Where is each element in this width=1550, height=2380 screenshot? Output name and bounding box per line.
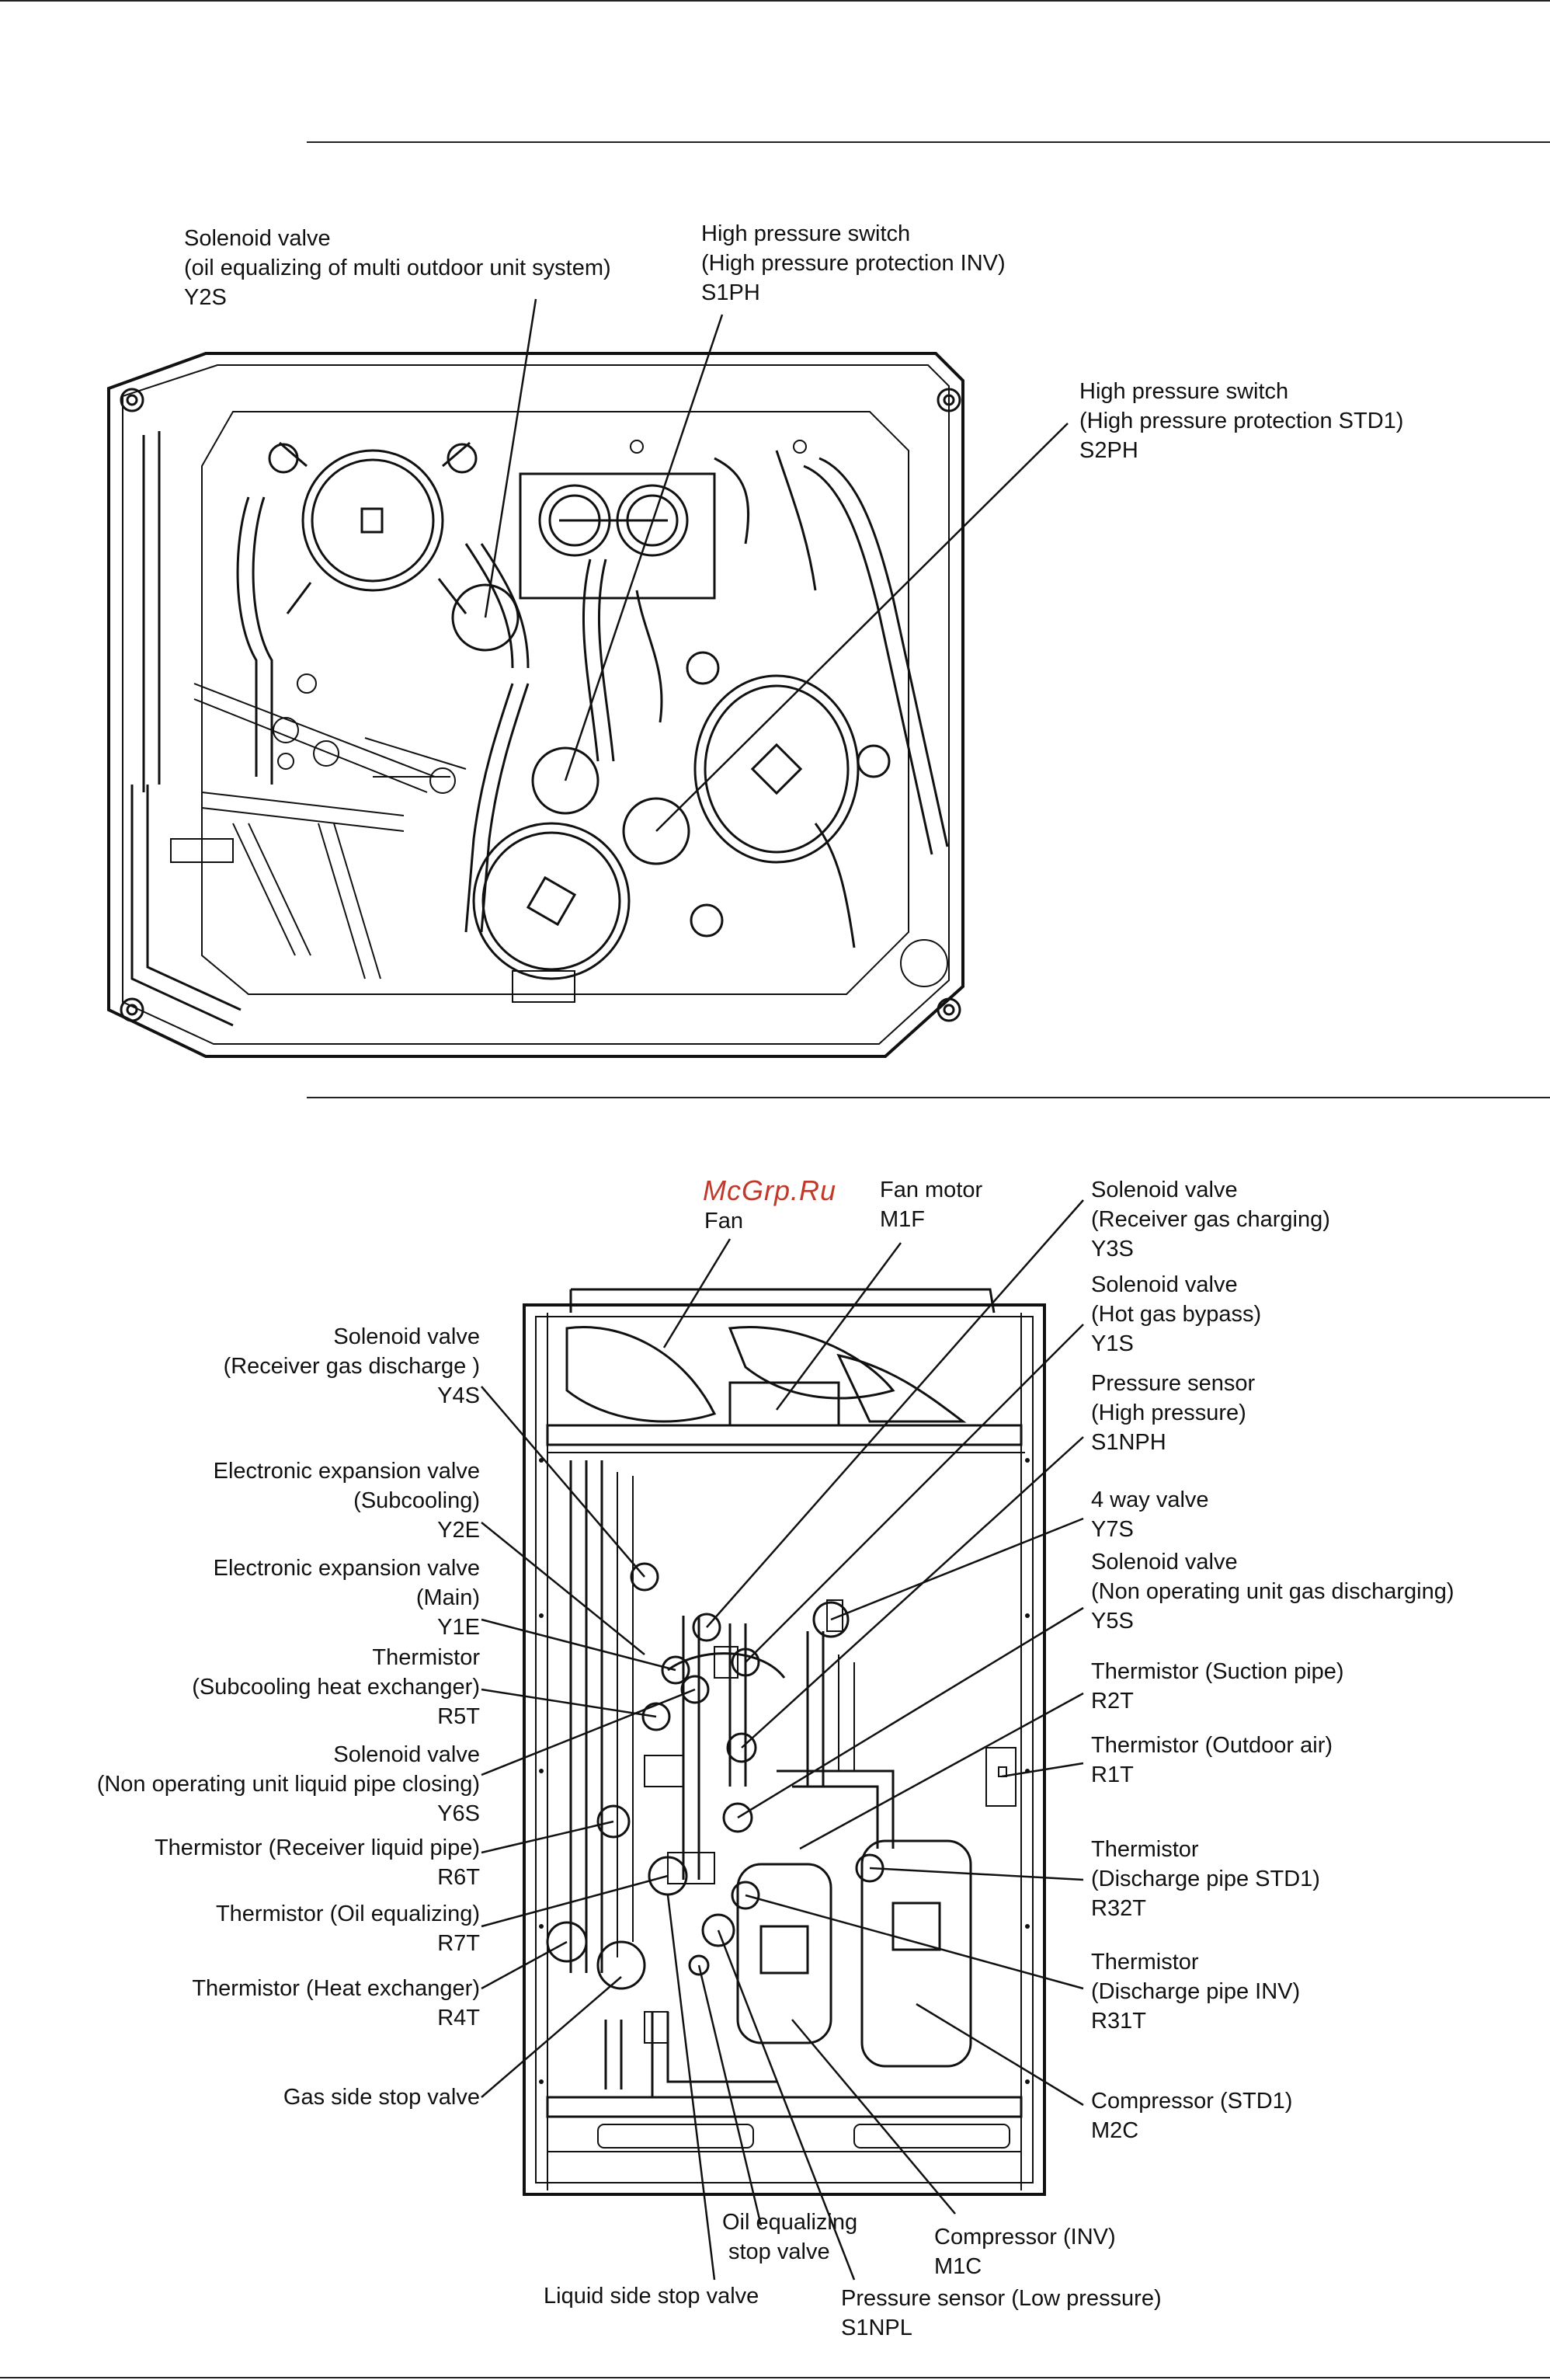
receiver-top xyxy=(519,472,716,600)
label-y4s-solenoid-valve: Solenoid valve (Receiver gas discharge )… xyxy=(223,1324,480,1408)
label-s2ph-high-pressure-switch: High pressure switch (High pressure prot… xyxy=(1079,379,1404,463)
label-r31t-thermistor: Thermistor (Discharge pipe INV) R31T xyxy=(1091,1950,1301,2034)
top-view-drawing xyxy=(107,298,1069,1058)
label-oil-equalizing-stop-valve: Oil equalizing stop valve xyxy=(722,2210,858,2264)
label-s1npl-pressure-sensor: Pressure sensor (Low pressure) S1NPL xyxy=(841,2286,1162,2340)
label-fan: Fan xyxy=(704,1209,743,1233)
compressor-std1-front xyxy=(860,1839,972,2068)
label-m2c-compressor: Compressor (STD1) M2C xyxy=(1091,2089,1293,2143)
label-y1e-electronic-expansion-valve: Electronic expansion valve (Main) Y1E xyxy=(213,1556,480,1640)
label-r4t-thermistor: Thermistor (Heat exchanger) R4T xyxy=(192,1976,480,2030)
fan-blades xyxy=(565,1326,967,1423)
corner-bolt-icons xyxy=(120,388,961,1022)
label-s1nph-pressure-sensor: Pressure sensor (High pressure) S1NPH xyxy=(1091,1371,1256,1455)
label-y2e-electronic-expansion-valve: Electronic expansion valve (Subcooling) … xyxy=(213,1459,480,1543)
label-y5s-solenoid-valve: Solenoid valve (Non operating unit gas d… xyxy=(1091,1550,1454,1634)
label-r6t-thermistor: Thermistor (Receiver liquid pipe) R6T xyxy=(154,1835,480,1890)
label-r5t-thermistor: Thermistor (Subcooling heat exchanger) R… xyxy=(192,1645,480,1729)
label-r7t-thermistor: Thermistor (Oil equalizing) R7T xyxy=(215,1902,480,1956)
section-rule-middle xyxy=(307,1097,1550,1098)
label-y7s-4-way-valve: 4 way valve Y7S xyxy=(1091,1488,1209,1542)
label-y3s-solenoid-valve: Solenoid valve (Receiver gas charging) Y… xyxy=(1091,1178,1330,1261)
compressor-inv-front xyxy=(736,1863,832,2044)
label-gas-side-stop-valve: Gas side stop valve xyxy=(283,2085,480,2110)
section-rule-upper xyxy=(307,141,1550,143)
watermark: McGrp.Ru xyxy=(703,1174,837,1206)
label-r32t-thermistor: Thermistor (Discharge pipe STD1) R32T xyxy=(1091,1837,1320,1921)
label-r2t-thermistor: Thermistor (Suction pipe) R2T xyxy=(1091,1659,1344,1714)
top-page-rule xyxy=(0,0,1550,2)
label-s1ph-high-pressure-switch: High pressure switch (High pressure prot… xyxy=(701,221,1006,305)
label-r1t-thermistor: Thermistor (Outdoor air) R1T xyxy=(1091,1733,1333,1787)
label-y2s-solenoid-valve: Solenoid valve (oil equalizing of multi … xyxy=(184,226,611,310)
label-y6s-solenoid-valve: Solenoid valve (Non operating unit liqui… xyxy=(96,1742,480,1826)
bottom-page-rule xyxy=(0,2377,1550,2378)
compressor-std1-top xyxy=(686,651,891,864)
accumulator-top xyxy=(268,441,478,614)
label-m1f-fan-motor: Fan motor M1F xyxy=(880,1178,983,1232)
label-liquid-side-stop-valve: Liquid side stop valve xyxy=(544,2284,759,2309)
label-m1c-compressor: Compressor (INV) M1C xyxy=(934,2225,1116,2279)
label-y1s-solenoid-valve: Solenoid valve (Hot gas bypass) Y1S xyxy=(1091,1272,1262,1356)
